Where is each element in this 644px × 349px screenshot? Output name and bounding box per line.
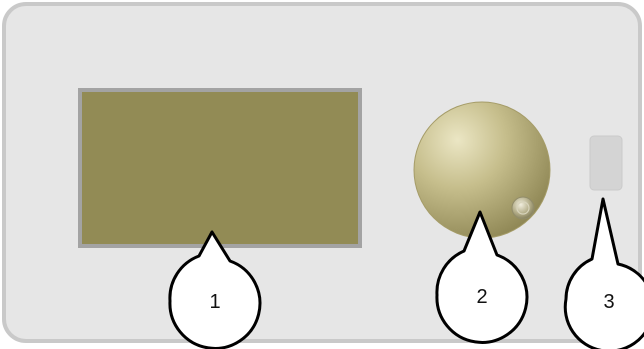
callout-label: 2 (476, 286, 487, 308)
side-button[interactable] (590, 136, 622, 190)
callout-label: 3 (603, 291, 614, 313)
callout-label: 1 (209, 291, 220, 313)
display-screen (80, 90, 360, 246)
knob-indicator-dimple (512, 197, 534, 219)
